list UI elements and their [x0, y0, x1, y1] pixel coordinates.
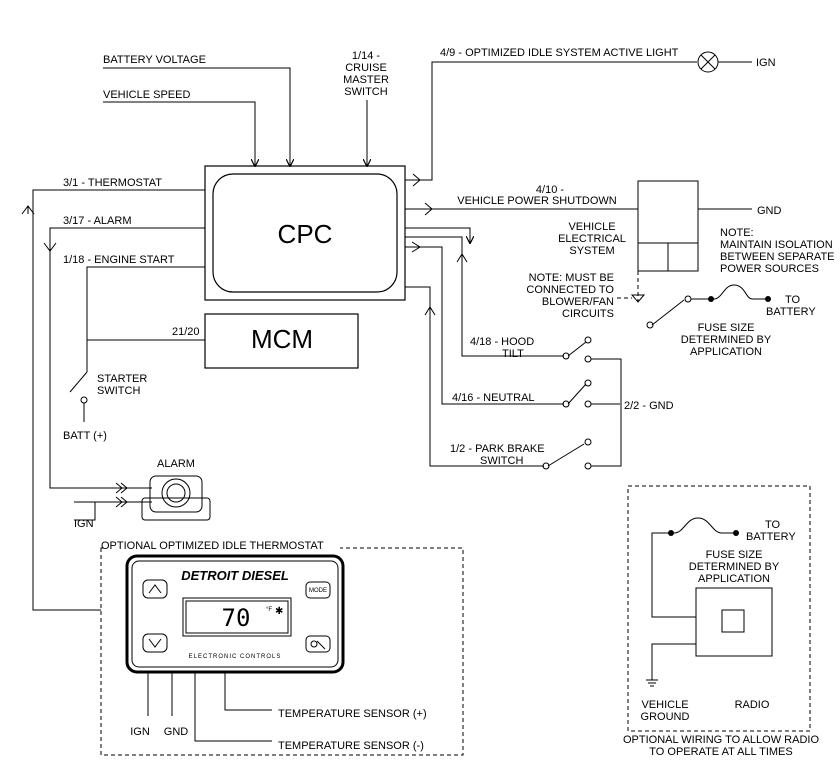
svg-text:TO OPERATE AT ALL TIMES: TO OPERATE AT ALL TIMES	[649, 746, 792, 758]
battery-voltage-label: BATTERY VOLTAGE	[103, 54, 206, 66]
svg-text:BETWEEN SEPARATE: BETWEEN SEPARATE	[720, 251, 835, 263]
gnd-right-label: GND	[757, 205, 782, 217]
radio-label: RADIO	[735, 699, 770, 711]
svg-text:TO: TO	[765, 519, 781, 531]
vehicle-ground-label: VEHICLE	[641, 699, 688, 711]
vehicle-speed-label: VEHICLE SPEED	[103, 89, 190, 101]
temp-up-button[interactable]	[142, 579, 168, 599]
gnd-bottom-label: GND	[164, 726, 189, 738]
svg-text:ELECTRICAL: ELECTRICAL	[558, 233, 626, 245]
fan-button[interactable]	[305, 635, 331, 653]
starter-switch-label: STARTER	[97, 373, 147, 385]
thermostat-wire-label: 3/1 - THERMOSTAT	[63, 177, 162, 189]
svg-text:TILT: TILT	[502, 348, 524, 360]
svg-text:CONNECTED TO: CONNECTED TO	[526, 284, 614, 296]
svg-text:MODE: MODE	[309, 588, 327, 594]
to-battery-label-1: TO BATTERY	[766, 294, 816, 318]
mcm-label: MCM	[251, 324, 313, 354]
mode-button[interactable]	[305, 581, 331, 599]
radio-box	[695, 587, 773, 657]
svg-text:BLOWER/FAN: BLOWER/FAN	[542, 296, 614, 308]
cpc-label: CPC	[278, 219, 333, 249]
temp-sensor-neg-label: TEMPERATURE SENSOR (-)	[278, 740, 424, 752]
temp-sensor-pos-label: TEMPERATURE SENSOR (+)	[278, 708, 427, 720]
shutdown-label: VEHICLE POWER SHUTDOWN	[457, 195, 617, 207]
svg-text:APPLICATION: APPLICATION	[690, 346, 762, 358]
svg-text:SYSTEM: SYSTEM	[569, 245, 614, 257]
svg-text:CIRCUITS: CIRCUITS	[562, 308, 614, 320]
svg-text:ELECTRONIC CONTROLS: ELECTRONIC CONTROLS	[189, 654, 282, 660]
cruise-master-switch-label: 1/14 - CRUISE MASTER SWITCH	[343, 50, 389, 98]
svg-text:FUSE SIZE: FUSE SIZE	[706, 549, 763, 561]
top-inputs: BATTERY VOLTAGE VEHICLE SPEED 1/14 - CRU…	[103, 50, 389, 166]
power-shutdown-circuit: 4/10 - VEHICLE POWER SHUTDOWN GND VEHICL…	[405, 180, 835, 358]
svg-text:GROUND: GROUND	[641, 711, 690, 723]
fuse-size-note-1: FUSE SIZE DETERMINED BY APPLICATION	[681, 322, 772, 358]
park-brake-label: 1/2 - PARK BRAKE	[450, 443, 545, 455]
svg-text:MAINTAIN ISOLATION: MAINTAIN ISOLATION	[720, 239, 833, 251]
svg-text:SWITCH: SWITCH	[344, 86, 387, 98]
svg-text:SWITCH: SWITCH	[97, 385, 140, 397]
fuse-size-note-2: FUSE SIZE DETERMINED BY APPLICATION	[689, 549, 780, 585]
alarm-label: ALARM	[157, 458, 195, 470]
fuse-icon	[713, 284, 765, 300]
idle-light-circuit: 4/9 - OPTIMIZED IDLE SYSTEM ACTIVE LIGHT…	[405, 47, 776, 187]
svg-text:DETERMINED BY: DETERMINED BY	[689, 561, 780, 573]
engine-start-label: 1/18 - ENGINE START	[63, 254, 175, 266]
svg-text:APPLICATION: APPLICATION	[698, 573, 770, 585]
batt-label: BATT (+)	[63, 430, 107, 442]
ign-alarm-label: IGN	[74, 518, 94, 530]
svg-text:DETERMINED BY: DETERMINED BY	[681, 334, 772, 346]
gnd-22-label: 2/2 - GND	[624, 400, 674, 412]
svg-text:4/10 -: 4/10 -	[536, 184, 564, 196]
svg-text:FUSE SIZE: FUSE SIZE	[698, 322, 755, 334]
cpc-module: CPC	[204, 165, 406, 301]
mcm-module: MCM	[204, 313, 359, 369]
svg-text:NOTE:: NOTE:	[720, 227, 754, 239]
chevron-up-icon	[148, 584, 162, 594]
svg-text:VEHICLE: VEHICLE	[568, 221, 615, 233]
idle-light-label: 4/9 - OPTIMIZED IDLE SYSTEM ACTIVE LIGHT	[440, 47, 679, 59]
mcm-wire-label: 21/20	[172, 326, 200, 338]
thermostat-title: OPTIONAL OPTIMIZED IDLE THERMOSTAT	[101, 540, 324, 552]
left-wires: 3/1 - THERMOSTAT 3/17 - ALARM 1/18 - ENG…	[21, 177, 205, 611]
alarm-wire-label: 3/17 - ALARM	[63, 215, 131, 227]
isolation-note: NOTE: MAINTAIN ISOLATION BETWEEN SEPARAT…	[720, 227, 835, 275]
fuse-icon-2	[673, 517, 733, 534]
temp-value: 70	[222, 604, 251, 632]
svg-text:SWITCH: SWITCH	[480, 455, 523, 467]
lcd-display	[182, 597, 292, 637]
brand-label: DETROIT DIESEL	[181, 568, 289, 583]
chevron-down-icon	[148, 638, 162, 648]
alarm-device: ALARM IGN	[74, 458, 211, 530]
svg-text:POWER SOURCES: POWER SOURCES	[720, 263, 819, 275]
hood-tilt-label: 4/18 - HOOD	[470, 336, 534, 348]
svg-text:BATTERY: BATTERY	[746, 531, 796, 543]
svg-text:CRUISE: CRUISE	[345, 62, 387, 74]
ign-top-label: IGN	[756, 57, 776, 69]
svg-text:BATTERY: BATTERY	[766, 306, 816, 318]
sun-icon: ✱	[275, 606, 283, 617]
blower-note: NOTE: MUST BE CONNECTED TO BLOWER/FAN CI…	[526, 272, 614, 320]
switch-inputs: 4/18 - HOOD TILT 4/16 - NEUTRAL 2/2 - GN…	[405, 227, 674, 470]
to-battery-label-2: TO BATTERY	[746, 519, 796, 543]
ign-bottom-label: IGN	[130, 726, 150, 738]
svg-text:°F: °F	[266, 607, 272, 613]
optional-radio-wiring: TO BATTERY FUSE SIZE DETERMINED BY APPLI…	[623, 485, 819, 758]
svg-text:NOTE: MUST BE: NOTE: MUST BE	[529, 272, 614, 284]
thermostat-unit	[125, 554, 345, 674]
svg-text:MASTER: MASTER	[343, 74, 389, 86]
temp-down-button[interactable]	[142, 633, 168, 653]
svg-text:TO: TO	[785, 294, 801, 306]
vehicle-electrical-system-label: VEHICLE ELECTRICAL SYSTEM	[558, 221, 626, 257]
optional-wiring-note: OPTIONAL WIRING TO ALLOW RADIO	[623, 734, 819, 746]
neutral-label: 4/16 - NEUTRAL	[452, 392, 535, 404]
optional-thermostat: OPTIONAL OPTIMIZED IDLE THERMOSTAT DETRO…	[100, 540, 464, 756]
svg-text:1/14 -: 1/14 -	[352, 50, 380, 62]
